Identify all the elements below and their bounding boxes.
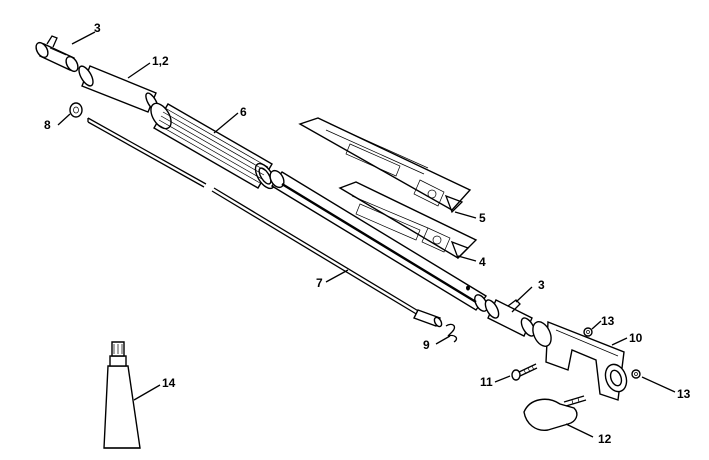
part-nut-lower[interactable] — [631, 369, 641, 379]
part-ribbed-grip[interactable] — [147, 100, 279, 192]
callout-1-2: 1,2 — [152, 54, 169, 68]
leader-lines — [57, 31, 676, 438]
callout-5: 5 — [479, 211, 486, 225]
callout-14: 14 — [162, 376, 176, 390]
part-grease-tube[interactable] — [103, 341, 141, 449]
callout-6: 6 — [240, 105, 247, 119]
part-label-decal-upper[interactable] — [298, 117, 472, 214]
part-label-decal-lower[interactable] — [338, 181, 478, 260]
part-wing-knob[interactable] — [523, 395, 587, 431]
callout-3-lower: 3 — [538, 278, 545, 292]
part-drive-tube[interactable] — [267, 168, 490, 313]
part-connector-lower[interactable] — [483, 298, 538, 338]
part-short-tube[interactable] — [76, 64, 160, 113]
callout-9: 9 — [423, 338, 430, 352]
callout-11: 11 — [480, 375, 493, 389]
part-drive-shaft[interactable] — [87, 117, 443, 328]
callout-13-lower: 13 — [677, 387, 691, 401]
part-clamp-housing[interactable] — [529, 319, 630, 401]
callout-7: 7 — [316, 276, 323, 290]
part-nut-upper[interactable] — [583, 327, 593, 337]
callout-4: 4 — [479, 255, 486, 269]
callout-8: 8 — [44, 118, 51, 132]
callout-13-upper: 13 — [601, 314, 615, 328]
part-bushing[interactable] — [69, 102, 83, 118]
part-screw[interactable] — [511, 363, 538, 381]
part-connector-top[interactable] — [34, 35, 81, 73]
part-clip[interactable] — [445, 323, 458, 343]
callout-labels: 3 1,2 6 8 5 4 7 3 13 10 9 11 13 14 12 — [44, 21, 691, 446]
callout-3-top: 3 — [94, 21, 101, 35]
callout-12: 12 — [598, 432, 612, 446]
callout-10: 10 — [629, 331, 643, 345]
